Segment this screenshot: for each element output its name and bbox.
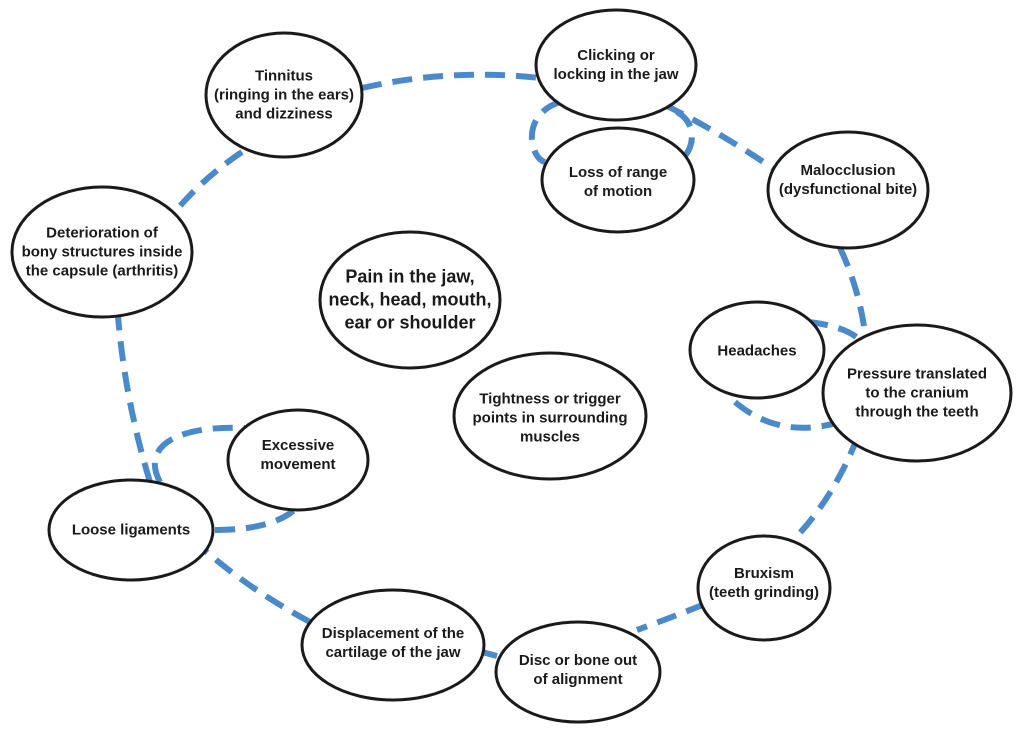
label-line: and dizziness [235, 105, 333, 123]
connector-pressure-bruxism [795, 434, 861, 538]
label-line: bony structures inside [21, 243, 183, 261]
label-bruxism: Bruxism (teeth grinding) [709, 564, 819, 602]
label-line: Malocclusion [800, 162, 896, 179]
label-line: Tinnitus [254, 67, 314, 85]
label-displacement: Displacement of the cartilage of the jaw [322, 624, 465, 662]
connector-loose-deterioration [115, 315, 153, 483]
label-pressure: Pressure translated to the cranium throu… [847, 365, 987, 422]
label-line: muscles [519, 428, 581, 446]
label-line: Clicking or [577, 47, 655, 64]
label-line: Displacement of the [321, 625, 465, 642]
label-line: (teeth grinding) [709, 584, 819, 601]
label-line: Loss of range [568, 164, 668, 181]
node-displacement [300, 588, 486, 702]
node-pain [318, 230, 502, 370]
label-line: neck, head, mouth, [328, 289, 492, 310]
label-line: Deterioration of [46, 224, 158, 242]
node-deterioration [10, 185, 194, 319]
label-line: points in surrounding [472, 409, 628, 427]
label-line: the capsule (arthritis) [25, 262, 179, 280]
label-pain: Pain in the jaw, neck, head, mouth, ear … [328, 266, 491, 335]
label-line: cartilage of the jaw [325, 644, 461, 661]
label-line: (dysfunctional bite) [778, 181, 918, 198]
label-line: of alignment [533, 671, 623, 688]
label-line: to the cranium [865, 384, 969, 402]
node-bruxism [696, 534, 832, 642]
label-line: ear or shoulder [344, 312, 476, 333]
label-clicking: Clicking or locking in the jaw [553, 46, 678, 84]
label-deterioration: Deterioration of bony structures inside … [22, 224, 183, 281]
label-line: Pain in the jaw, [345, 266, 475, 287]
label-line: locking in the jaw [553, 66, 679, 83]
label-loose-ligaments: Loose ligaments [72, 521, 190, 540]
nodes [10, 8, 1013, 724]
label-disc: Disc or bone out of alignment [519, 651, 637, 689]
node-disc [494, 620, 662, 724]
node-tinnitus [204, 31, 364, 159]
node-malocclusion [766, 130, 930, 250]
label-line: of motion [583, 183, 653, 200]
label-excessive: Excessive movement [260, 436, 335, 474]
connector-tinnitus-clicking [361, 71, 541, 91]
label-line: Tightness or trigger [479, 390, 621, 408]
node-tightness [452, 351, 648, 481]
label-line: Loose ligaments [71, 521, 191, 539]
connector-tinnitus-deterioration [167, 149, 244, 220]
label-line: Disc or bone out [518, 652, 638, 669]
label-line: through the teeth [855, 403, 979, 421]
connector-malocclusion-pressure [837, 246, 869, 341]
node-loose-ligaments [47, 478, 215, 582]
node-excessive [226, 408, 370, 512]
node-headaches [688, 300, 826, 400]
label-malocclusion: Malocclusion (dysfunctional bite) [779, 161, 917, 199]
label-line: Excessive [261, 437, 335, 454]
connector-bruxism-disc [635, 601, 707, 633]
node-loss-of-range [540, 126, 696, 234]
label-line: (ringing in the ears) [213, 86, 355, 104]
label-line: Pressure translated [846, 365, 988, 383]
connector-loop-excessive [151, 424, 308, 533]
label-headaches: Headaches [717, 342, 796, 361]
connector-displacement-loose [200, 545, 312, 625]
label-line: Bruxism [733, 565, 795, 582]
label-loss-of-range: Loss of range of motion [569, 163, 667, 201]
label-tightness: Tightness or trigger points in surroundi… [473, 390, 628, 447]
node-clicking [534, 8, 698, 122]
label-line: movement [260, 456, 336, 473]
label-tinnitus: Tinnitus (ringing in the ears) and dizzi… [214, 67, 354, 124]
node-pressure [821, 323, 1013, 463]
label-line: Headaches [717, 342, 797, 360]
